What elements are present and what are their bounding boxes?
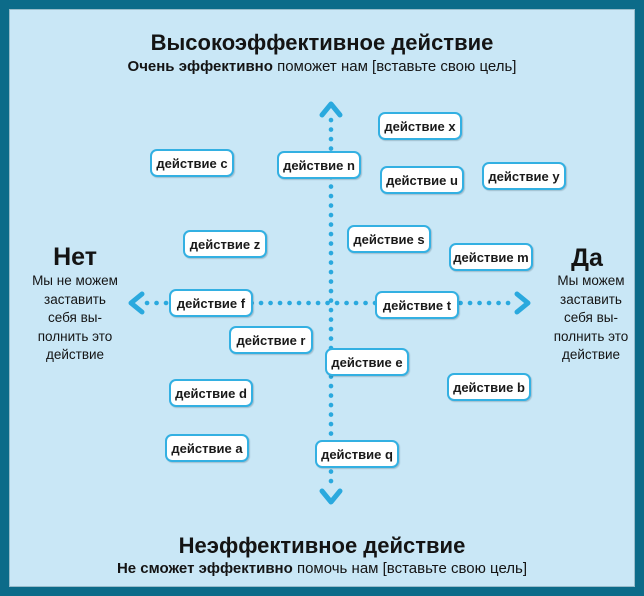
action-box: действие x [378, 112, 462, 140]
action-box: действие r [229, 326, 313, 354]
action-box: действие b [447, 373, 531, 401]
action-box: действие m [449, 243, 533, 271]
bottom-axis-subtitle-bold: Не сможет эффективно [116, 560, 293, 577]
top-axis-title: Высокоэффективное действие [150, 30, 494, 55]
arrow-up-icon [319, 101, 343, 118]
action-box: действие f [169, 289, 253, 317]
top-axis-subtitle-rest: поможет нам [вставьте свою цель] [272, 58, 517, 75]
action-box: действие e [325, 348, 409, 376]
left-axis-label: Нет [53, 243, 97, 271]
action-box: действие q [315, 440, 399, 468]
action-box: действие n [277, 151, 361, 179]
bottom-axis-subtitle: Не сможет эффективно помочь нам [вставьт… [9, 560, 635, 577]
left-axis-description: Мы не можем заставить себя вы- полнить э… [32, 273, 118, 362]
right-axis-description: Мы можем заставить себя вы- полнить это … [553, 273, 629, 362]
action-box: действие z [183, 230, 267, 258]
action-box: действие a [165, 434, 249, 462]
action-box: действие y [482, 162, 566, 190]
top-axis-subtitle: Очень эффективно поможет нам [вставьте с… [9, 58, 635, 75]
action-box: действие c [150, 149, 234, 177]
bottom-axis-title: Неэффективное действие [178, 533, 466, 558]
action-box: действие d [169, 379, 253, 407]
action-box: действие s [347, 225, 431, 253]
action-box: действие u [380, 166, 464, 194]
right-axis-label: Да [571, 244, 603, 272]
arrow-right-icon [514, 291, 531, 315]
arrow-down-icon [319, 488, 343, 505]
action-box: действие t [375, 291, 459, 319]
top-axis-subtitle-bold: Очень эффективно [127, 58, 273, 75]
bottom-axis-subtitle-rest: помочь нам [вставьте свою цель] [292, 560, 528, 577]
